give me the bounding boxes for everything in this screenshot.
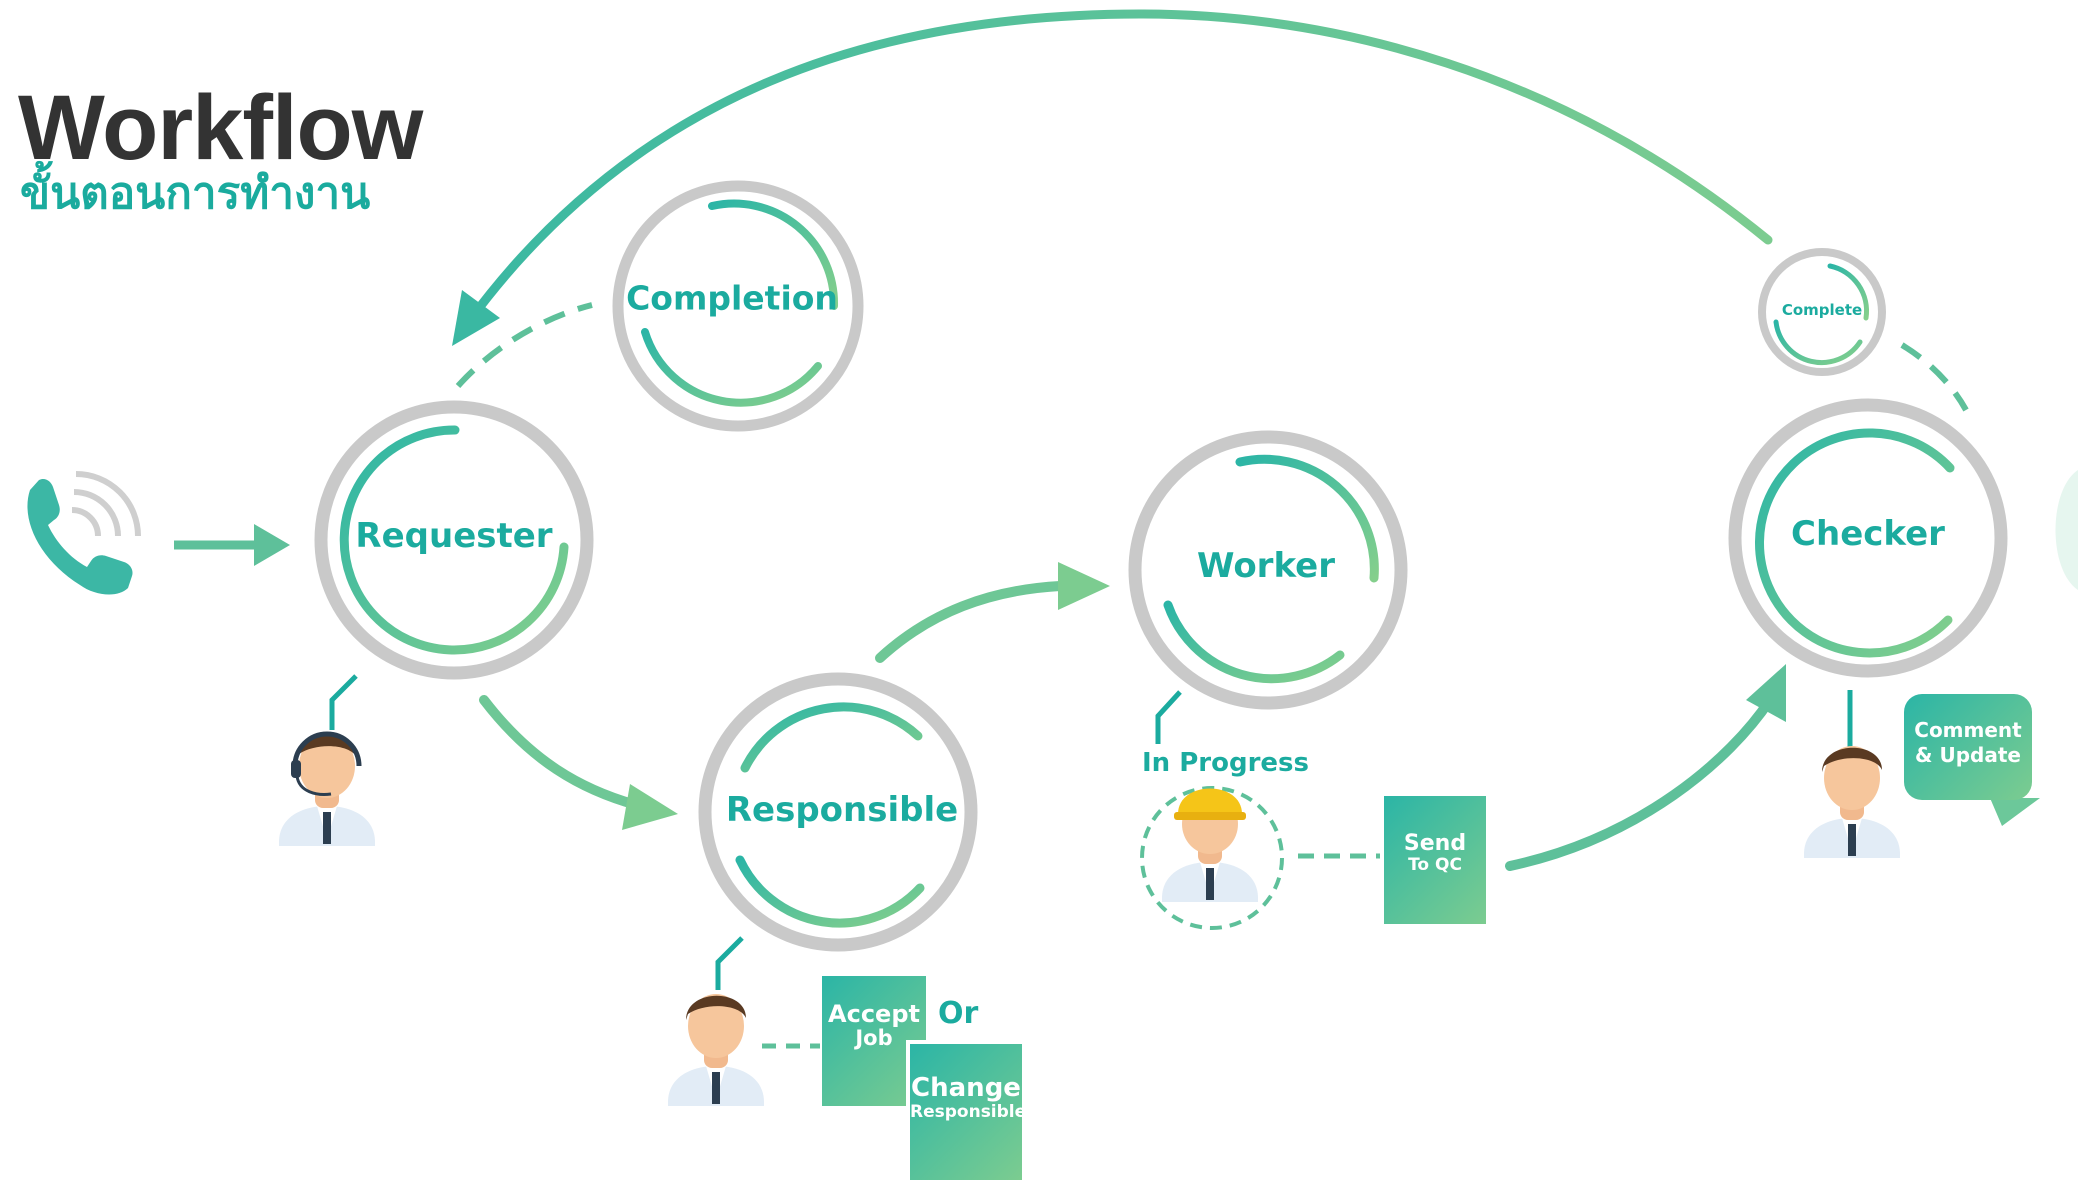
requester-node xyxy=(314,400,594,680)
responsible-to-worker-arrow xyxy=(875,581,1065,663)
requester-to-responsible-arrow xyxy=(479,695,645,811)
return-arc-arrowhead xyxy=(452,290,500,346)
complete-dashed-link xyxy=(1900,342,1969,412)
completion-label: Completion xyxy=(626,278,838,318)
comment-update-line2: & Update xyxy=(1915,743,2021,767)
accept-job-line1: Accept xyxy=(828,1000,920,1028)
responsible-person-connector xyxy=(715,936,744,990)
worker-node xyxy=(1128,430,1408,710)
change-responsible-line2: Responsible xyxy=(910,1101,1027,1122)
complete-node xyxy=(1758,248,1886,376)
comment-update-bubble: Comment & Update xyxy=(1904,694,2032,800)
comment-update-line1: Comment xyxy=(1914,718,2022,742)
change-responsible-box: Change Responsible xyxy=(906,1040,1026,1184)
requester-person-connector xyxy=(329,674,358,730)
or-label: Or xyxy=(938,996,979,1031)
checker-node xyxy=(1728,398,2008,678)
phone-to-requester-arrowhead xyxy=(254,524,290,566)
in-progress-label: In Progress xyxy=(1142,748,1309,778)
worker-dashed-circle xyxy=(1140,786,1284,930)
accept-job-line2: Job xyxy=(855,1026,893,1051)
send-to-qc-box: Send To QC xyxy=(1384,796,1486,924)
requester-to-responsible-arrowhead xyxy=(622,784,678,830)
send-to-qc-line2: To QC xyxy=(1408,855,1462,876)
worker-label: Worker xyxy=(1197,546,1335,586)
responsible-label: Responsible xyxy=(725,790,959,830)
completion-node xyxy=(612,180,864,432)
requester-label: Requester xyxy=(355,516,553,556)
checker-label: Checker xyxy=(1791,514,1945,554)
page-subtitle: ขั้นตอนการทำงาน xyxy=(20,168,371,219)
sendqc-to-checker-arrowhead xyxy=(1746,664,1786,722)
change-responsible-line1: Change xyxy=(911,1073,1021,1103)
headset-person-icon xyxy=(279,731,375,846)
complete-label: Complete xyxy=(1781,301,1863,319)
comment-bubble-tail xyxy=(1990,798,2040,826)
page-title: Workflow xyxy=(18,77,423,179)
checker-person-icon xyxy=(1804,746,1900,858)
sendqc-to-checker-arrow xyxy=(1505,695,1775,871)
responsible-node xyxy=(698,672,978,952)
hardhat-worker-icon xyxy=(1162,788,1258,902)
responsible-person-icon xyxy=(668,994,764,1106)
completion-dashed-link xyxy=(455,302,593,388)
phone-ringing-icon xyxy=(27,471,141,595)
send-to-qc-line1: Send xyxy=(1403,831,1467,856)
edge-partial-circle xyxy=(2055,470,2078,590)
responsible-to-worker-arrowhead xyxy=(1058,562,1110,610)
return-arc-arrow xyxy=(465,9,1773,325)
worker-status-connector xyxy=(1155,690,1182,744)
